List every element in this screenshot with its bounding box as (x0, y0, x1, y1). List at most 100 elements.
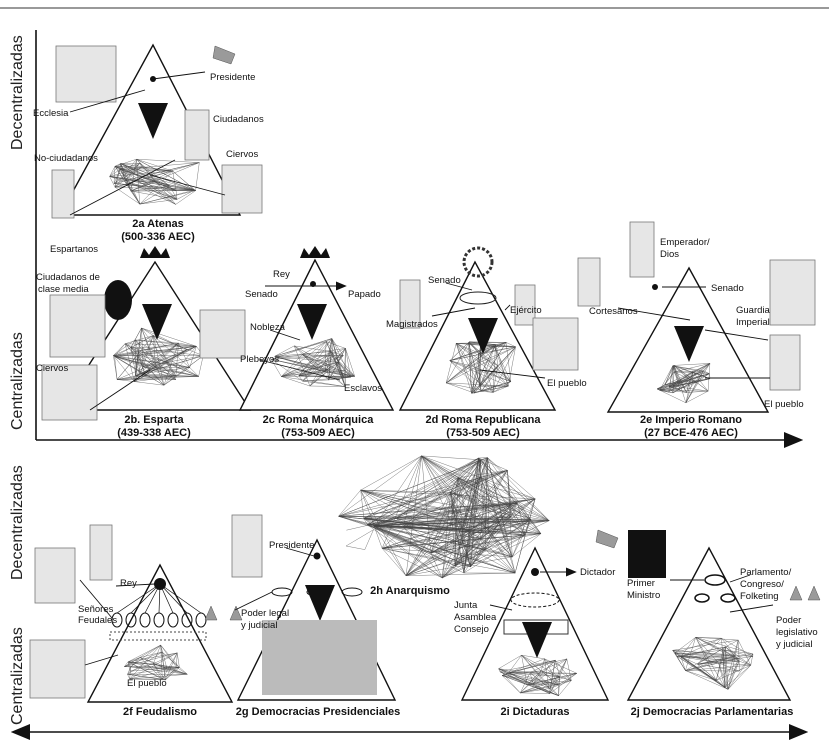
emperor-node (652, 284, 658, 290)
network-2h (339, 456, 550, 578)
label-consejo: Consejo (454, 624, 489, 635)
side-label-top-central: Centralizadas (9, 332, 26, 430)
label-ciudadanos-de: Ciudadanos de (36, 272, 100, 283)
serfs-picture (222, 165, 262, 213)
people-statues-picture (533, 318, 578, 370)
panel-2h-anarchism: 2h Anarquismo (339, 456, 550, 597)
noncitizen-statue-picture (52, 170, 74, 218)
label-legislativo: legislativo (776, 627, 818, 638)
label-plebeyos: Plebeyos (240, 354, 279, 365)
label-dios: Dios (660, 249, 679, 260)
label-el-pueblo-2f: El pueblo (127, 678, 167, 689)
scales-icon (205, 606, 242, 620)
label-asamblea: Asamblea (454, 612, 497, 623)
label-rey: Rey (273, 269, 290, 280)
king-statue-picture (90, 525, 112, 580)
network-2h-left (346, 525, 374, 550)
prime-minister-picture (628, 530, 666, 578)
caption-2c: 2c Roma Monárquica (263, 414, 375, 426)
label-el-pueblo-2e: El pueblo (764, 399, 804, 410)
side-label-top-decentral: Decentralizadas (9, 35, 26, 150)
scales-icon (790, 586, 820, 600)
caption-2e: 2e Imperio Romano (640, 414, 742, 426)
label-parlamento: Parlamento/ (740, 567, 792, 578)
crown-icon (140, 246, 170, 258)
pointing-hand-icon (596, 530, 618, 548)
peasants-picture (30, 640, 85, 698)
label-presidente-2g: Presidente (269, 540, 314, 551)
label-el-pueblo-2d: El pueblo (547, 378, 587, 389)
label-magistrados: Magistrados (386, 319, 438, 330)
lords-picture (35, 548, 75, 603)
label-ecclesia: Ecclesia (33, 108, 69, 119)
statues-picture (200, 310, 245, 358)
ecclesia-picture (56, 46, 116, 102)
label-ciudadanos: Ciudadanos (213, 114, 264, 125)
caption-2d: 2d Roma Republicana (426, 414, 542, 426)
speaker-podium-picture (232, 515, 262, 577)
dictator-node (531, 568, 539, 576)
label-junta: Junta (454, 600, 478, 611)
label-poder-2j: Poder (776, 615, 801, 626)
label-senado-2c: Senado (245, 289, 278, 300)
label-ministro: Ministro (627, 590, 660, 601)
label-y-judicial: y judicial (241, 620, 277, 631)
label-ciervos: Ciervos (226, 149, 258, 160)
label-primer: Primer (627, 578, 655, 589)
crown-icon (300, 246, 330, 258)
caption-2e-dates: (27 BCE-476 AEC) (644, 427, 738, 439)
panel-2b-sparta: Espartanos Ciudadanos de clase media Cie… (36, 244, 250, 439)
caption-2b: 2b. Esparta (124, 414, 184, 426)
label-guardia: Guardia (736, 305, 771, 316)
label-ciervos-2b: Ciervos (36, 363, 68, 374)
caption-2f: 2f Feudalismo (123, 706, 197, 718)
side-label-bottom-decentral: Decentralizadas (9, 465, 26, 580)
spartan-warrior-picture (104, 280, 132, 320)
label-senado-2d: Senado (428, 275, 461, 286)
label-poder-legal: Poder legal (241, 608, 289, 619)
people-statue-picture (770, 335, 800, 390)
label-presidente: Presidente (210, 72, 255, 83)
panel-2j-parliamentary-democracies: Primer Ministro Parlamento/ Congreso/ Fo… (627, 530, 820, 718)
crowd-picture (262, 620, 377, 695)
caption-2a-dates: (500-336 AEC) (121, 231, 195, 243)
triangle-2d (400, 262, 555, 410)
label-ejercito: Ejército (510, 305, 542, 316)
panel-2d-republican-rome: Senado Ejército Magistrados El pueblo 2d… (386, 248, 587, 439)
label-rey-2f: Rey (120, 578, 137, 589)
label-senores: Señores (78, 604, 114, 615)
panel-2g-presidential-democracies: Presidente Poder legal y judicial 2g Dem… (205, 515, 400, 718)
panel-2f-feudalism: Rey Señores Feudales El pueblo 2f Feudal… (30, 525, 232, 718)
label-espartanos: Espartanos (50, 244, 98, 255)
panel-2c-monarchic-rome: Rey Senado Papado Nobleza Plebeyos Escla… (240, 246, 393, 439)
label-folketing: Folketing (740, 591, 779, 602)
label-cortesanos: Cortesanos (589, 306, 638, 317)
caption-2g: 2g Democracias Presidenciales (236, 706, 400, 718)
label-esclavos: Esclavos (344, 383, 382, 394)
label-senado-2e: Senado (711, 283, 744, 294)
citizen-statue-picture (185, 110, 209, 160)
panel-2i-dictatorships: Dictador Junta Asamblea Consejo 2i Dicta… (454, 530, 618, 718)
courtier-picture (578, 258, 600, 306)
pointing-hand-icon (213, 46, 235, 64)
caption-2h: 2h Anarquismo (370, 585, 450, 597)
middle-class-citizens-picture (50, 295, 105, 357)
caption-2b-dates: (439-338 AEC) (117, 427, 191, 439)
imperial-guard-picture (770, 260, 815, 325)
caption-2j: 2j Democracias Parlamentarias (631, 706, 794, 718)
label-clase-media: clase media (38, 284, 89, 295)
president-node (314, 553, 321, 560)
label-congreso: Congreso/ (740, 579, 784, 590)
label-feudales: Feudales (78, 615, 117, 626)
caption-2d-dates: (753-509 AEC) (446, 427, 520, 439)
label-no-ciudadanos: No-ciudadanos (34, 153, 98, 164)
panel-2e-roman-empire: Emperador/ Dios Senado Cortesanos Guardi… (578, 222, 815, 439)
label-y-judicial-2j: y judicial (776, 639, 812, 650)
caption-2a: 2a Atenas (132, 218, 184, 230)
label-emperador: Emperador/ (660, 237, 710, 248)
emperor-statue-picture (630, 222, 654, 277)
label-papado: Papado (348, 289, 381, 300)
caption-2i: 2i Dictaduras (500, 706, 569, 718)
caption-2c-dates: (753-509 AEC) (281, 427, 355, 439)
